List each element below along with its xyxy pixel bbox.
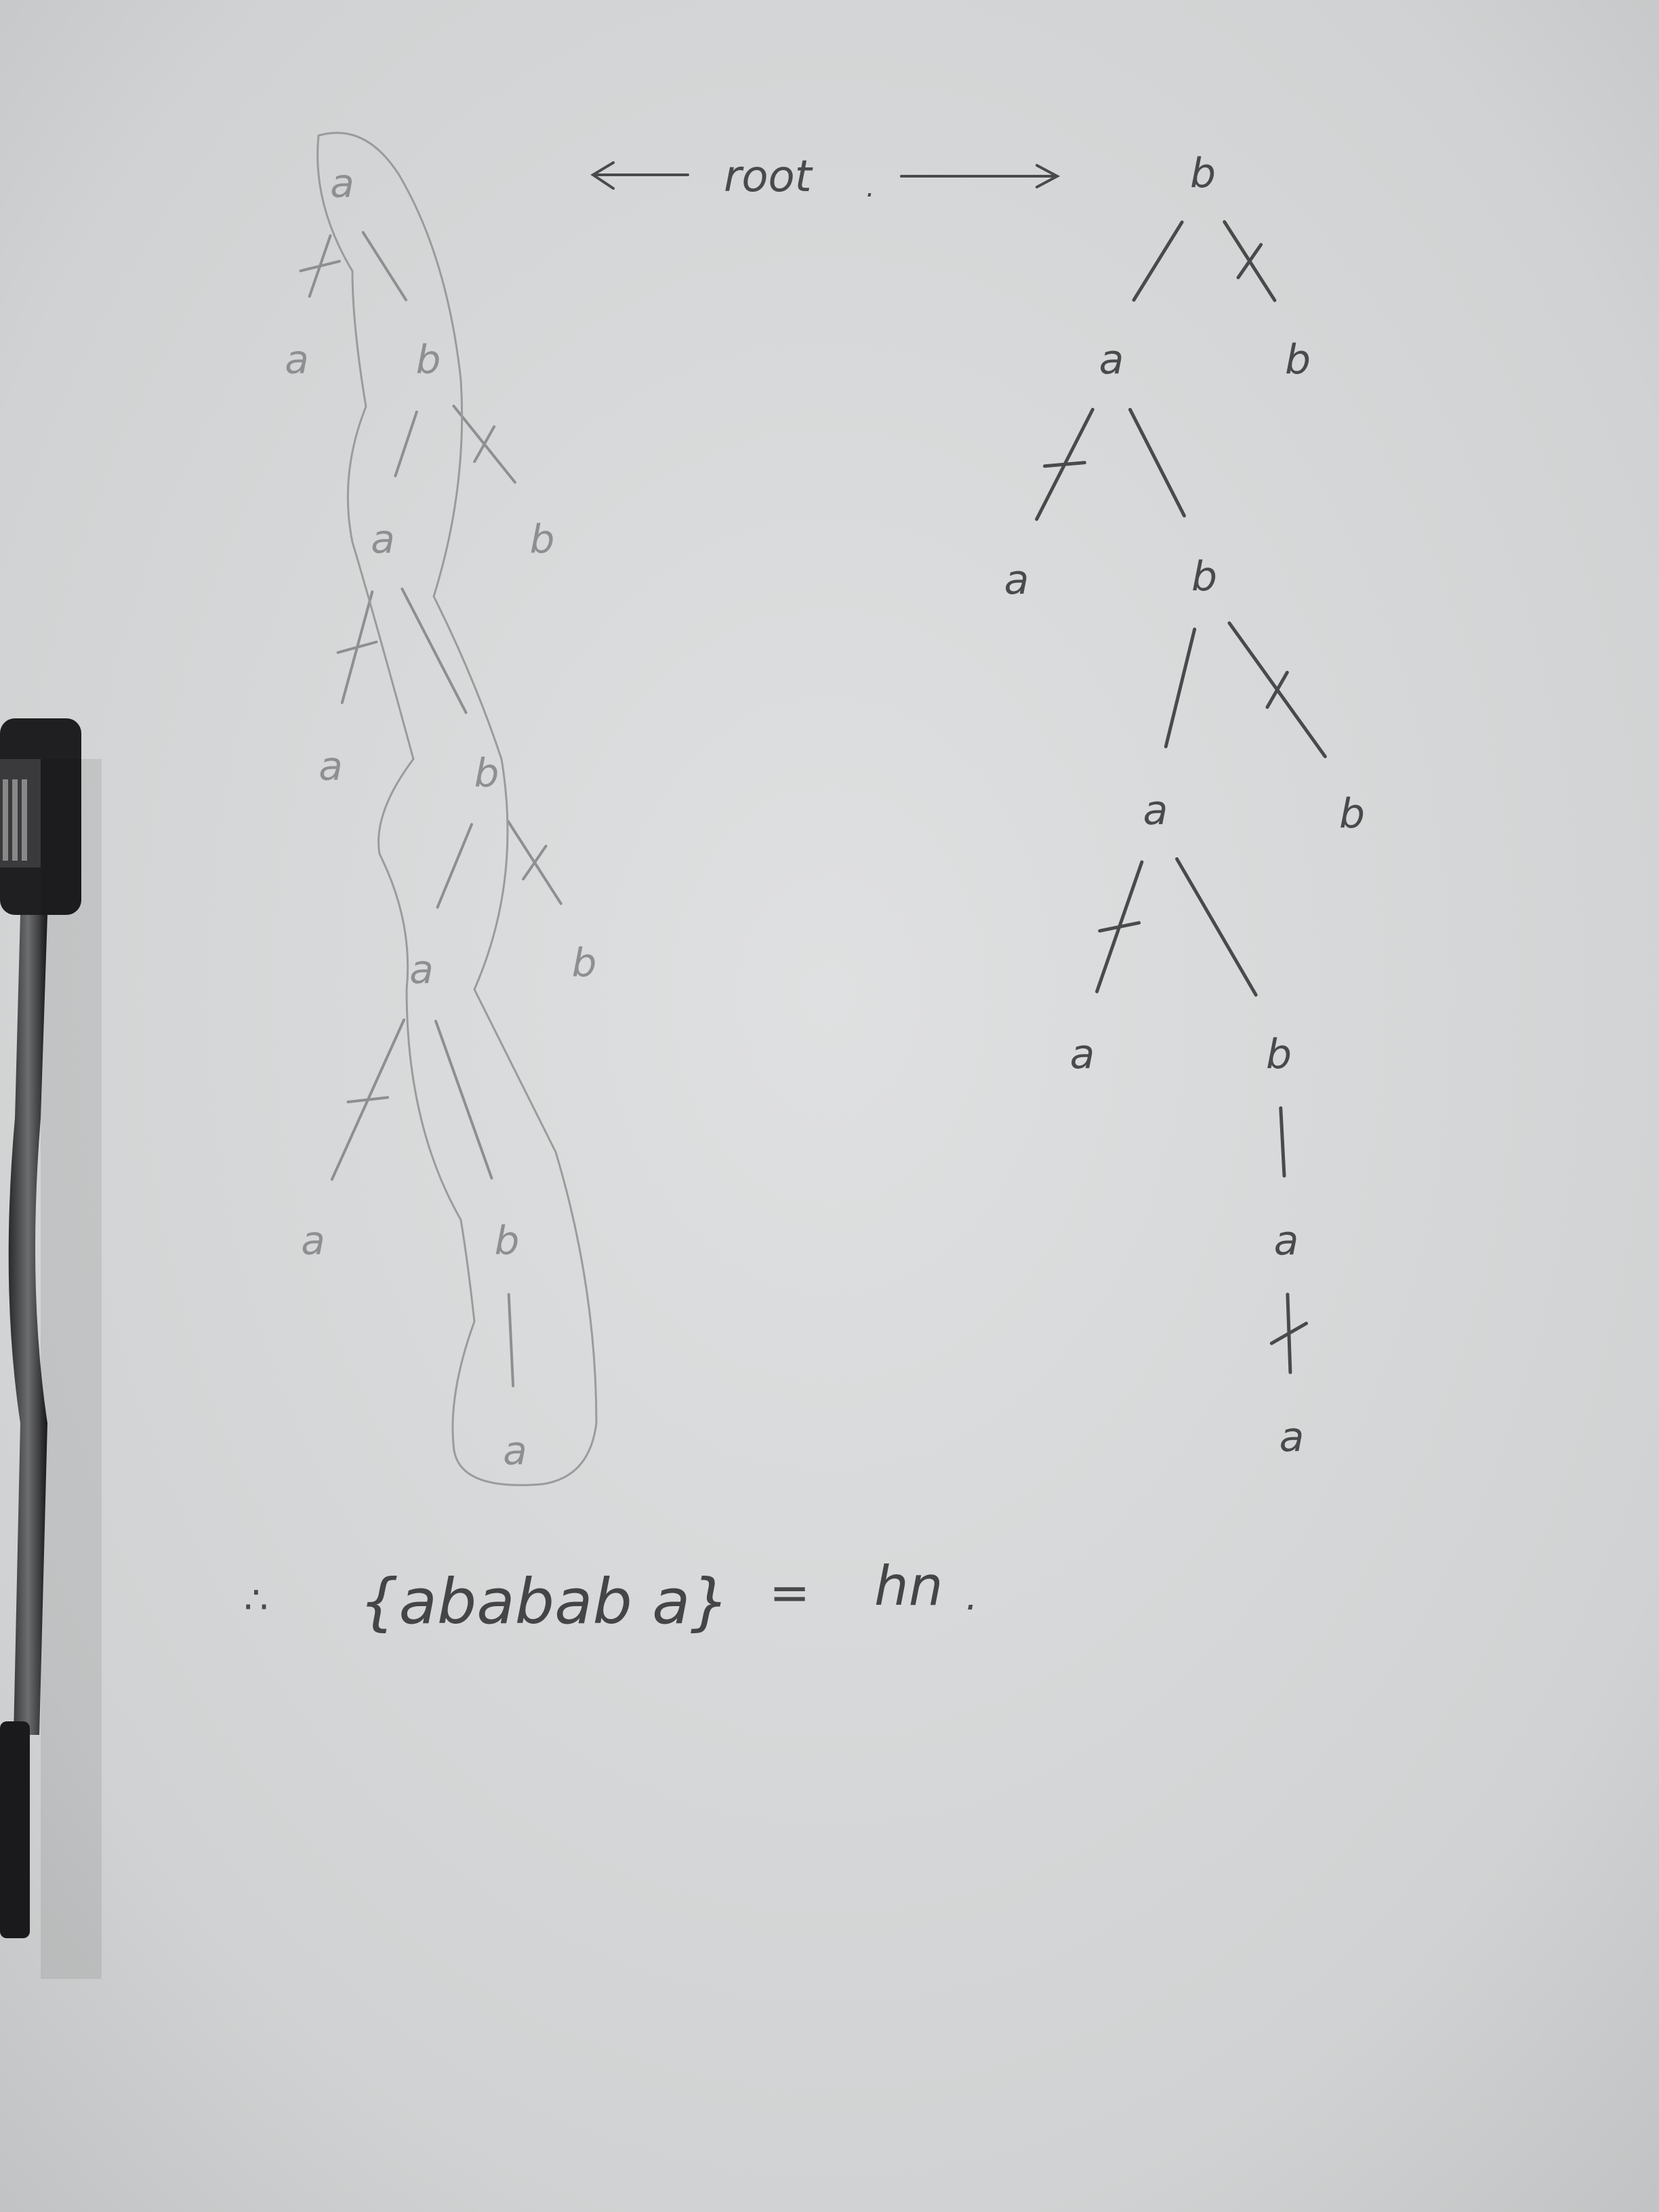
root-dot: . <box>866 172 875 203</box>
left-node-label: b <box>530 516 555 562</box>
right-node-label: a <box>1279 1414 1305 1461</box>
right-edge-R3a-R4b <box>1175 857 1258 997</box>
left-edge-L2a-L3b <box>401 587 468 714</box>
highlight-loop <box>316 131 598 1486</box>
conclusion-period: . <box>966 1575 978 1619</box>
left-node-label: b <box>572 939 597 985</box>
right-arrow-icon <box>900 164 1061 188</box>
right-edge-R2b-R3a <box>1164 628 1197 749</box>
right-edge-R0-R1a <box>1132 220 1184 302</box>
right-node-label: b <box>1339 790 1365 838</box>
right-node-label: b <box>1191 553 1217 600</box>
right-node-label: b <box>1285 336 1311 384</box>
conclusion-equals: = <box>769 1564 810 1621</box>
left-edge-L1b-L2a <box>394 410 418 478</box>
right-edge-cross-mark <box>1236 243 1263 280</box>
left-node-label: a <box>301 1217 325 1263</box>
left-edge-cross-mark <box>522 844 548 881</box>
right-tree: b a b a b a b a b a a <box>1004 150 1365 1461</box>
left-edge-cross-mark <box>336 640 378 654</box>
left-node-label: a <box>319 743 343 789</box>
left-node-label: a <box>285 336 309 382</box>
right-edge-cross-mark <box>1265 670 1289 710</box>
left-edge-L0-L1b <box>361 230 408 302</box>
right-node-label: b <box>1190 150 1216 197</box>
tree-diagram: a a b a b a b a b a b a b a b a b a b a b a a <box>285 150 1365 1473</box>
conclusion-line: ∴ {ababab a} = hn . <box>244 1555 978 1638</box>
left-edge-cross-mark <box>346 1096 390 1104</box>
left-node-label: b <box>495 1217 520 1263</box>
right-node-label: a <box>1099 336 1124 384</box>
left-edge-cross-mark <box>299 260 341 272</box>
left-edge-cross-mark <box>473 425 496 464</box>
right-edge-R4b-R5a <box>1279 1106 1286 1178</box>
right-edge-R1a-R2b <box>1128 407 1186 518</box>
left-tree: a a b a b a b a b a b a <box>285 160 596 1473</box>
conclusion-value: hn <box>874 1555 943 1618</box>
root-header <box>590 161 1061 190</box>
left-node-label: a <box>503 1427 527 1473</box>
left-node-label: b <box>416 336 441 382</box>
right-node-label: a <box>1004 556 1029 604</box>
right-edge-cross-mark <box>1098 921 1141 933</box>
right-node-label: a <box>1070 1031 1095 1078</box>
left-edge-L5b-L6a <box>507 1292 515 1388</box>
left-edge-L3b-L4a <box>436 823 474 909</box>
left-node-label: a <box>409 946 434 992</box>
right-edge-cross-mark <box>1043 461 1086 468</box>
binder-clip <box>0 718 102 1979</box>
right-node-label: a <box>1143 787 1168 834</box>
right-node-label: b <box>1266 1031 1292 1078</box>
conclusion-string: {ababab a} <box>359 1565 730 1638</box>
right-node-label: a <box>1274 1217 1299 1265</box>
right-edge-cross-mark <box>1269 1322 1309 1345</box>
left-arrow-icon <box>590 161 689 190</box>
left-node-label: a <box>330 160 354 206</box>
left-node-label: b <box>474 750 499 796</box>
left-edge-L4a-L5b <box>434 1019 493 1180</box>
therefore-symbol: ∴ <box>244 1578 268 1622</box>
root-label: root <box>724 152 814 202</box>
left-node-label: a <box>371 516 395 562</box>
